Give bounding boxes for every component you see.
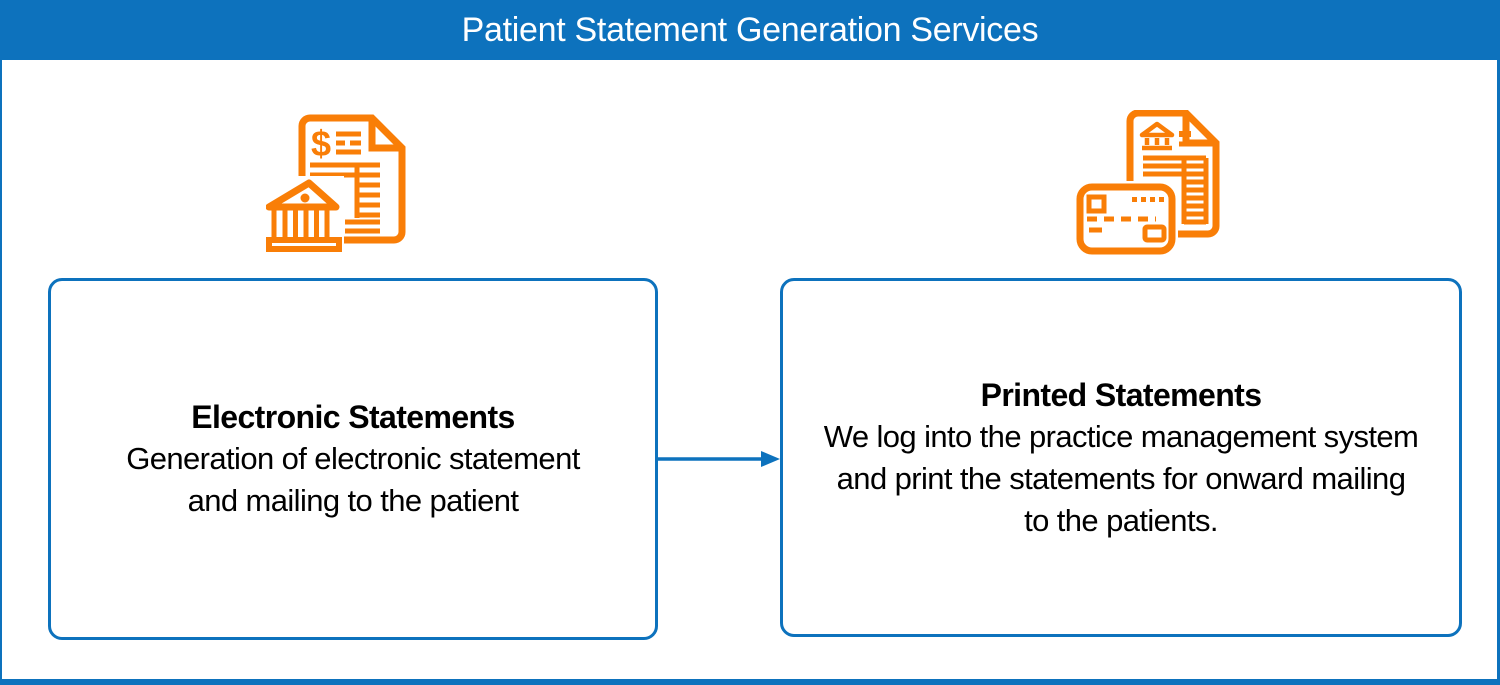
card-electronic-statements: Electronic Statements Generation of elec… — [48, 278, 658, 640]
card-title: Printed Statements — [980, 376, 1262, 413]
document-credit-card-icon — [1076, 110, 1220, 256]
diagram-title-bar: Patient Statement Generation Services — [2, 0, 1497, 60]
card-title: Electronic Statements — [191, 399, 515, 435]
card-body-line: We log into the practice management syst… — [823, 418, 1419, 454]
flow-arrow-icon — [658, 451, 780, 467]
card-body-line: and mailing to the patient — [187, 483, 519, 518]
card-printed-statements: Printed Statements We log into the pract… — [780, 278, 1462, 637]
card-body-line: Generation of electronic statement — [126, 441, 580, 476]
card-body-line: to the patients. — [1024, 502, 1218, 538]
page-title: Patient Statement Generation Services — [461, 10, 1039, 49]
bank-statement-icon: $ — [266, 114, 406, 254]
svg-text:$: $ — [311, 123, 331, 164]
card-body-line: and print the statements for onward mail… — [836, 460, 1406, 496]
